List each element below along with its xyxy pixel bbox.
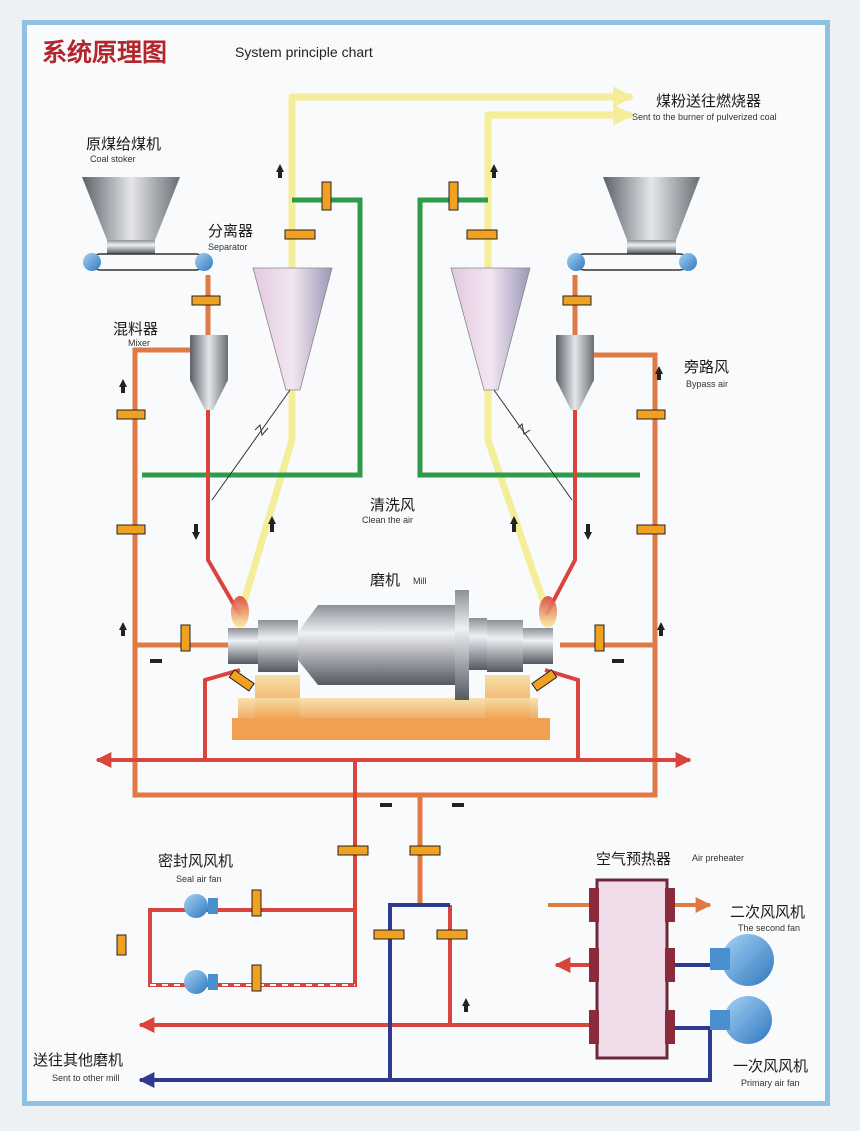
second-fan-label-zh: 二次风风机 — [730, 903, 806, 921]
second-fan-label-en: The second fan — [738, 923, 801, 933]
mill-label-en: Mill — [413, 576, 427, 586]
bypass-label-en: Bypass air — [686, 379, 729, 389]
second-fan — [710, 934, 774, 986]
separator-left — [211, 267, 333, 501]
preheater-label-zh: 空气预热器 — [596, 850, 672, 868]
mill-label-zh: 磨机 — [370, 571, 401, 589]
mixer-left — [190, 335, 228, 410]
coal-stoker-label-zh: 原煤给煤机 — [86, 135, 162, 153]
coal-stoker-left — [82, 177, 213, 271]
inlet-glow-left — [231, 596, 249, 628]
direction-arrows — [119, 164, 665, 1012]
mixer-label-zh: 混料器 — [113, 320, 159, 338]
inlet-glow-right — [539, 596, 557, 628]
air-preheater — [589, 878, 712, 1060]
burner-label-en: Sent to the burner of pulverized coal — [632, 112, 777, 122]
clean-air-label-en: Clean the air — [362, 515, 414, 525]
title-en: System principle chart — [235, 44, 373, 60]
seal-fan-top — [184, 894, 218, 918]
damper-valves — [116, 181, 666, 992]
other-mill-label-en: Sent to other mill — [52, 1073, 120, 1083]
primary-fan-label-zh: 一次风风机 — [733, 1057, 809, 1075]
separator-right — [450, 267, 573, 501]
burner-label-zh: 煤粉送往燃烧器 — [656, 92, 762, 110]
primary-fan-label-en: Primary air fan — [741, 1078, 800, 1088]
other-mill-label-zh: 送往其他磨机 — [33, 1051, 124, 1069]
seal-fan-label-en: Seal air fan — [176, 874, 222, 884]
separator-label-en: Separator — [208, 242, 248, 252]
mixer-label-en: Mixer — [128, 338, 150, 348]
title-zh: 系统原理图 — [42, 38, 168, 67]
bypass-label-zh: 旁路风 — [684, 358, 730, 376]
mixer-right — [556, 335, 594, 410]
mill — [228, 590, 553, 740]
seal-fan-label-zh: 密封风风机 — [158, 852, 234, 870]
primary-fan — [710, 996, 772, 1044]
preheater-label-en: Air preheater — [692, 853, 745, 863]
coal-stoker-label-en: Coal stoker — [90, 154, 136, 164]
separator-label-zh: 分离器 — [208, 222, 254, 240]
clean-air-label-zh: 清洗风 — [370, 496, 416, 514]
coal-stoker-right — [567, 177, 700, 271]
seal-fan-bottom — [184, 970, 218, 994]
